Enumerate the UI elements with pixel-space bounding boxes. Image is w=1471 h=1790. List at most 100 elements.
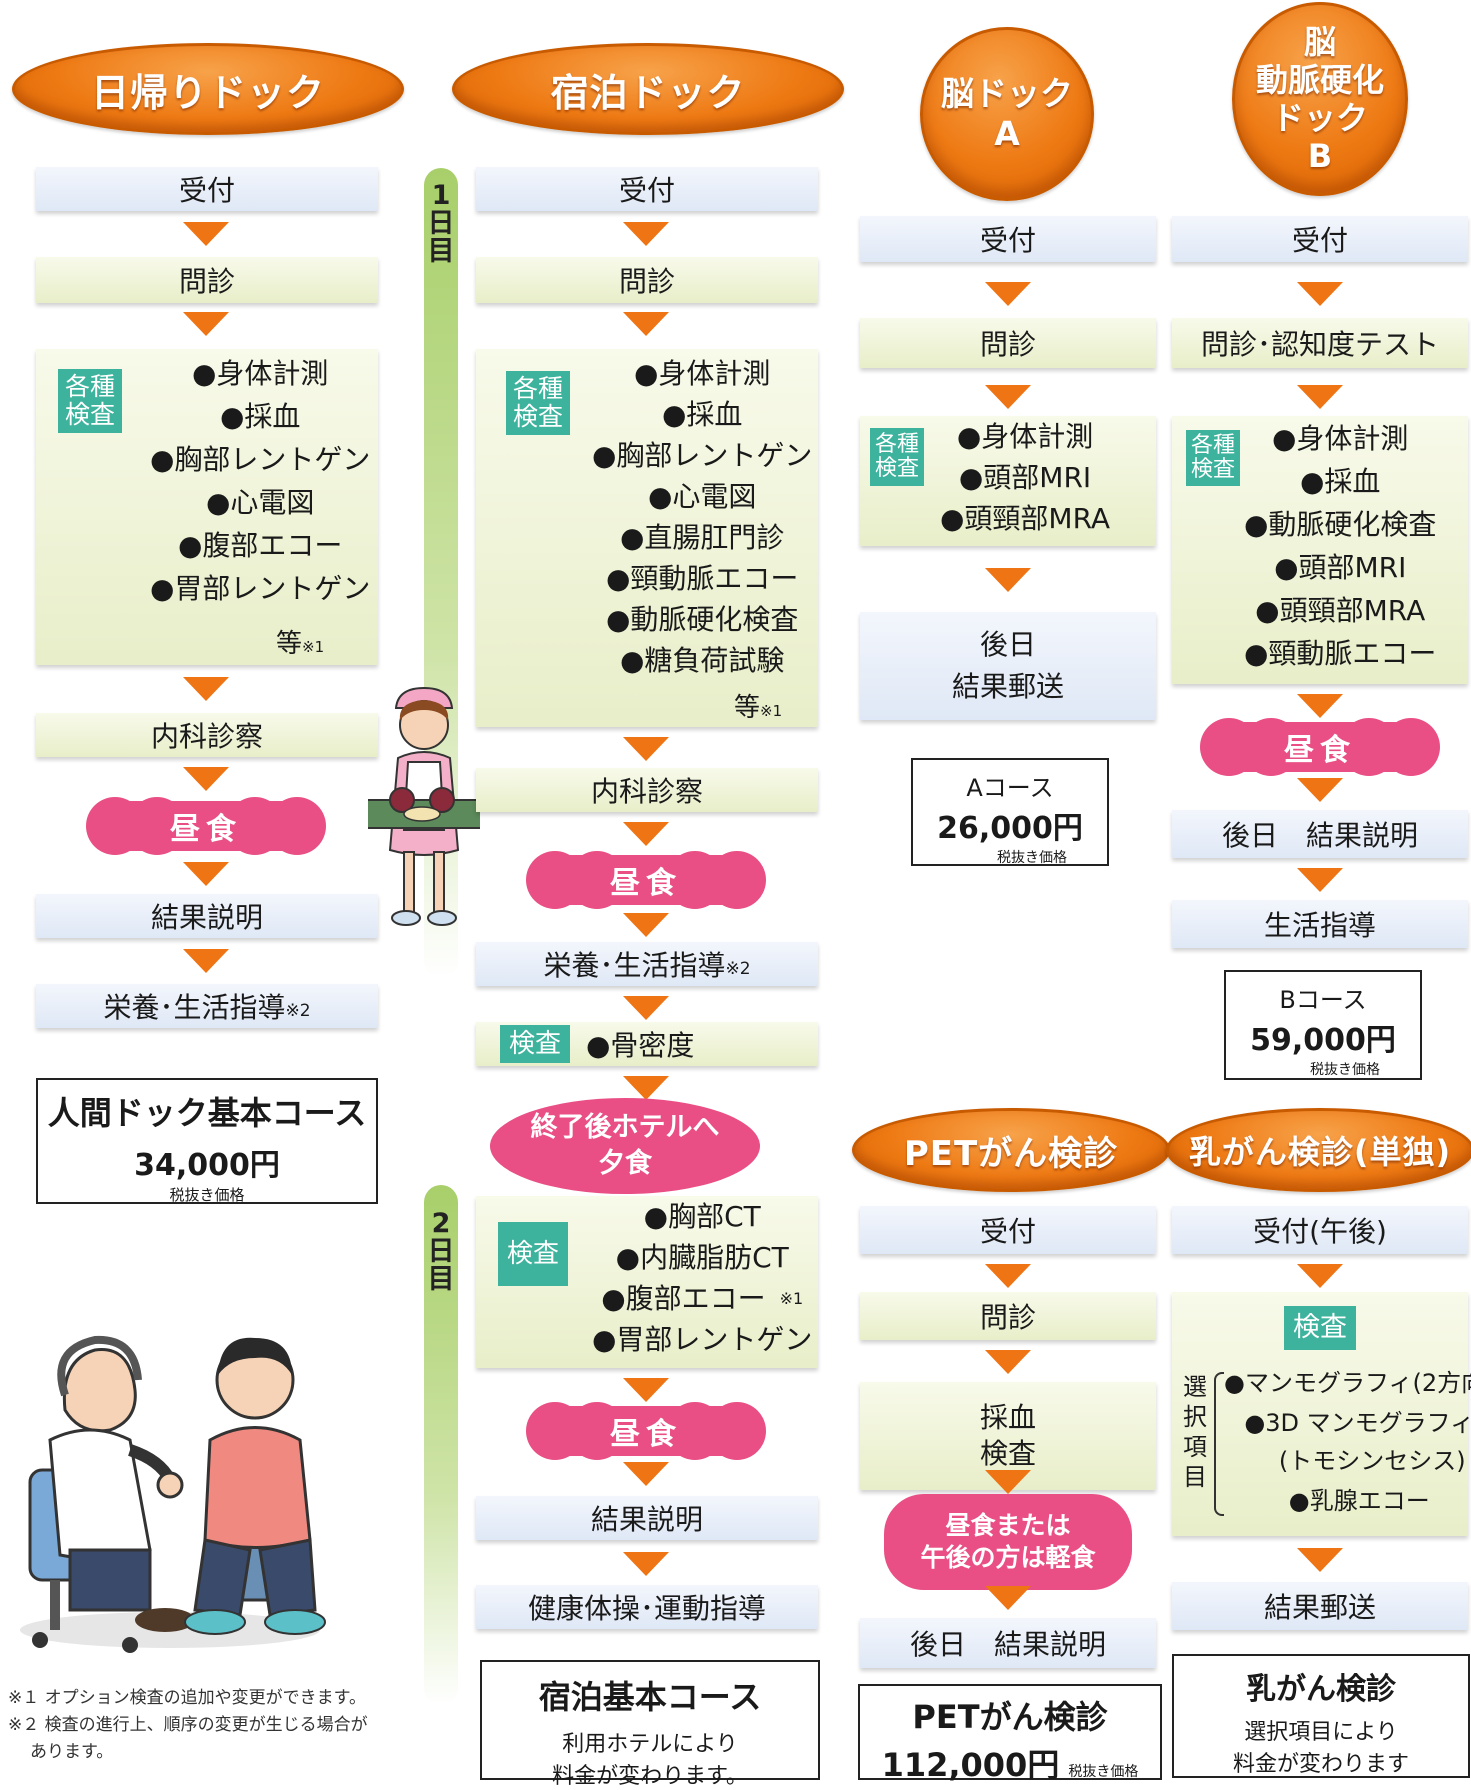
day-result: 結果説明: [36, 894, 378, 938]
list-item: (トモシンセシス): [1278, 1447, 1466, 1475]
select-label: 選 択 項 目: [1182, 1372, 1208, 1492]
etc-note: 等※1: [276, 623, 324, 660]
stay-lunch-1: 昼食: [526, 851, 766, 909]
course-name: 宿泊基本コース: [538, 1678, 762, 1716]
list-item: ●採血: [662, 398, 743, 431]
brain-b-lunch: 昼食: [1200, 718, 1440, 776]
arrow: [183, 222, 229, 246]
lunch-label: 昼食: [1284, 733, 1356, 768]
course-desc: 選択項目により: [1244, 1720, 1398, 1745]
etc-label: 等: [734, 693, 761, 723]
tax-label: 税抜き価格: [997, 850, 1067, 866]
list-item: ●頭部MRI: [958, 461, 1092, 494]
list-item: ●腹部エコー※1: [592, 1280, 812, 1318]
brain-a-list: ●身体計測 ●頭部MRI ●頭頸部MRA: [940, 418, 1110, 538]
lunch-label: 昼食: [170, 812, 242, 847]
course-desc: 料金が変わります。: [552, 1764, 748, 1789]
item-text: ●腹部エコー: [601, 1282, 766, 1315]
pet-lunch: 昼食または 午後の方は軽食: [884, 1494, 1132, 1590]
list-item: ●採血: [220, 400, 301, 433]
etc-note: 等※1: [734, 687, 782, 724]
day-tests-box: 各種 検査 ●身体計測 ●採血 ●胸部レントゲン ●心電図 ●腹部エコー ●胃部…: [36, 349, 378, 665]
day2-label: 2 日 目: [424, 1210, 458, 1294]
breast-list: ●マンモグラフィ(2方向) ●3D マンモグラフィ (トモシンセシス) ●乳腺エ…: [1224, 1364, 1471, 1520]
price-row: 112,000円 税抜き価格: [860, 1740, 1160, 1786]
day-char: 目: [427, 1264, 455, 1295]
day-reception: 受付: [36, 167, 378, 211]
tests-tag: 各種 検査: [506, 371, 570, 435]
arrow: [985, 1350, 1031, 1374]
stay-bone-test: 検査 ●骨密度: [476, 1022, 818, 1066]
list-item: ●糖負荷試験: [620, 644, 785, 677]
arrow: [623, 1462, 669, 1486]
stay-result: 結果説明: [476, 1496, 818, 1540]
arrow: [183, 312, 229, 336]
arrow: [1297, 1548, 1343, 1572]
footnote-1: ※１ オプション検査の追加や変更ができます。: [8, 1688, 366, 1708]
arrow: [1297, 1264, 1343, 1288]
arrow: [985, 1470, 1031, 1494]
arrow: [985, 282, 1031, 306]
arrow: [183, 949, 229, 973]
arrow: [623, 1378, 669, 1402]
header-stay-dock: 宿泊ドック: [452, 43, 844, 135]
day-char: 目: [427, 236, 455, 267]
arrow: [623, 737, 669, 761]
note-ref: ※2: [725, 959, 751, 979]
course-price: 112,000円: [881, 1746, 1060, 1784]
list-item: ●頸動脈エコー: [606, 562, 799, 595]
arrow: [1297, 778, 1343, 802]
breast-reception: 受付(午後): [1172, 1206, 1468, 1254]
arrow: [985, 385, 1031, 409]
stay-exercise: 健康体操･運動指導: [476, 1585, 818, 1629]
tests-tag: 各種 検査: [58, 369, 122, 433]
brain-b-line2: 動脈硬化: [1255, 61, 1384, 99]
brain-b-later: 後日 結果説明: [1172, 810, 1468, 858]
day1-label: 1 日 目: [424, 182, 458, 266]
course-name: 乳がん検診: [1246, 1672, 1396, 1707]
brain-b-tests-box: 各種 検査 ●身体計測 ●採血 ●動脈硬化検査 ●頭部MRI ●頭頸部MRA ●…: [1172, 416, 1468, 684]
day-number: 1: [431, 180, 451, 211]
select-char: 目: [1183, 1463, 1207, 1491]
mail-line: 結果郵送: [951, 670, 1064, 703]
stay-reception: 受付: [476, 167, 818, 211]
arrow: [623, 1076, 669, 1100]
arrow: [623, 1552, 669, 1576]
stay-interview: 問診: [476, 257, 818, 303]
day-char: 日: [427, 1236, 455, 1267]
select-bracket: [1214, 1372, 1224, 1516]
pet-course-box: PETがん検診 112,000円 税抜き価格: [858, 1684, 1162, 1784]
breast-mail: 結果郵送: [1172, 1582, 1468, 1630]
arrow: [183, 677, 229, 701]
brain-b-course-box: Bコース 59,000円 税抜き価格: [1224, 970, 1422, 1080]
brain-b-interview: 問診･認知度テスト: [1172, 318, 1468, 368]
stay-test-list: ●身体計測 ●採血 ●胸部レントゲン ●心電図 ●直腸肛門診 ●頸動脈エコー ●…: [592, 355, 812, 679]
course-name: 人間ドック基本コース: [47, 1094, 367, 1132]
tests-tag: 各種 検査: [870, 428, 924, 486]
brain-a-letter: A: [994, 114, 1020, 153]
header-pet: PETがん検診: [852, 1108, 1170, 1192]
brain-b-reception: 受付: [1172, 216, 1468, 262]
brain-a-interview: 問診: [860, 318, 1156, 368]
stay-tests-box: 各種 検査 ●身体計測 ●採血 ●胸部レントゲン ●心電図 ●直腸肛門診 ●頸動…: [476, 349, 818, 727]
course-desc: 利用ホテルにより: [562, 1732, 738, 1757]
list-item: ●頸動脈エコー: [1244, 637, 1437, 670]
list-item: ●心電図: [206, 486, 315, 519]
stay-course-box: 宿泊基本コース 利用ホテルにより 料金が変わります。: [480, 1660, 820, 1789]
hotel-dinner: 終了後ホテルへ 夕食: [490, 1098, 760, 1194]
note-ref: ※1: [302, 638, 325, 656]
dinner-line: 夕食: [598, 1148, 652, 1179]
list-item: ●内臓脂肪CT: [615, 1241, 789, 1274]
list-item: ●胃部レントゲン: [150, 572, 371, 605]
list-item: ●身体計測: [634, 357, 771, 390]
header-breast: 乳がん検診(単独): [1166, 1108, 1471, 1192]
day-nutrition: 栄養･生活指導※2: [36, 984, 378, 1028]
arrow: [985, 1586, 1031, 1610]
header-brain-dock-a: 脳ドック A: [920, 27, 1094, 201]
list-item: ●胸部レントゲン: [150, 443, 371, 476]
list-item: ●3D マンモグラフィ: [1244, 1409, 1471, 1437]
list-item: ●マンモグラフィ(2方向): [1224, 1369, 1471, 1397]
breast-course-box: 乳がん検診 選択項目により 料金が変わります: [1172, 1654, 1470, 1778]
tests-tag: 各種 検査: [1186, 430, 1240, 486]
brain-b-line3: ドック: [1271, 99, 1368, 137]
